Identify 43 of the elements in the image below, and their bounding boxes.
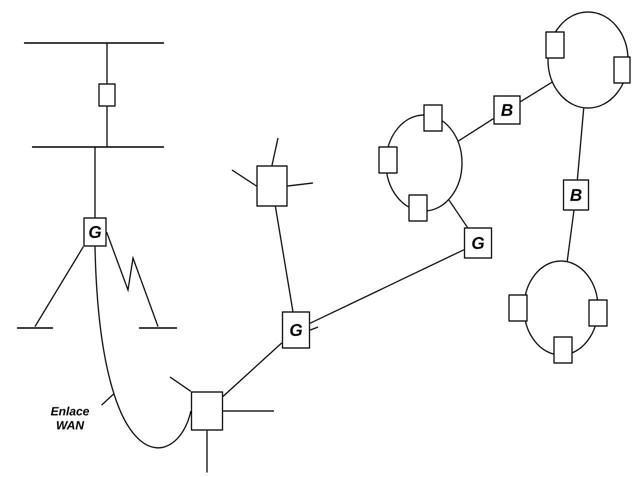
- link-line: [458, 118, 494, 142]
- link-line: [94, 246, 192, 448]
- device-box: [423, 104, 443, 132]
- device-box: [553, 336, 573, 364]
- device-box: [613, 56, 631, 84]
- link-line: [576, 108, 584, 180]
- device-box: [508, 294, 528, 322]
- stub-line: [310, 326, 318, 331]
- stub-line: [271, 138, 279, 166]
- gateway-box: B: [493, 95, 521, 125]
- device-box: [378, 146, 398, 174]
- link-line: [34, 246, 84, 327]
- stub-line: [288, 182, 314, 187]
- leader-line: [101, 394, 114, 406]
- stub-line: [170, 376, 192, 392]
- device-box: [256, 165, 288, 207]
- gateway-box: G: [282, 311, 310, 349]
- link-line: [94, 147, 96, 218]
- link-line: [106, 43, 108, 84]
- stub-line: [232, 170, 257, 186]
- link-line: [274, 206, 294, 312]
- callout-text: Enlace WAN: [50, 406, 89, 430]
- gateway-box: G: [464, 227, 492, 259]
- bus-line: [17, 327, 53, 329]
- device-box: [190, 391, 224, 431]
- device-box: [98, 83, 116, 107]
- link-line: [106, 232, 159, 327]
- device-box: [588, 299, 608, 327]
- link-line: [566, 210, 575, 262]
- link-line: [222, 342, 282, 397]
- bus-line: [32, 146, 164, 148]
- device-box: [545, 31, 565, 59]
- link-line: [448, 200, 468, 228]
- stub-line: [223, 410, 274, 412]
- gateway-box: B: [562, 179, 590, 211]
- device-box: [408, 194, 428, 222]
- link-line: [106, 106, 108, 147]
- bus-line: [139, 327, 177, 329]
- stub-line: [206, 430, 208, 473]
- gateway-box: G: [83, 217, 107, 247]
- bus-line: [24, 42, 164, 44]
- link-line: [310, 249, 464, 324]
- link-line: [520, 82, 552, 102]
